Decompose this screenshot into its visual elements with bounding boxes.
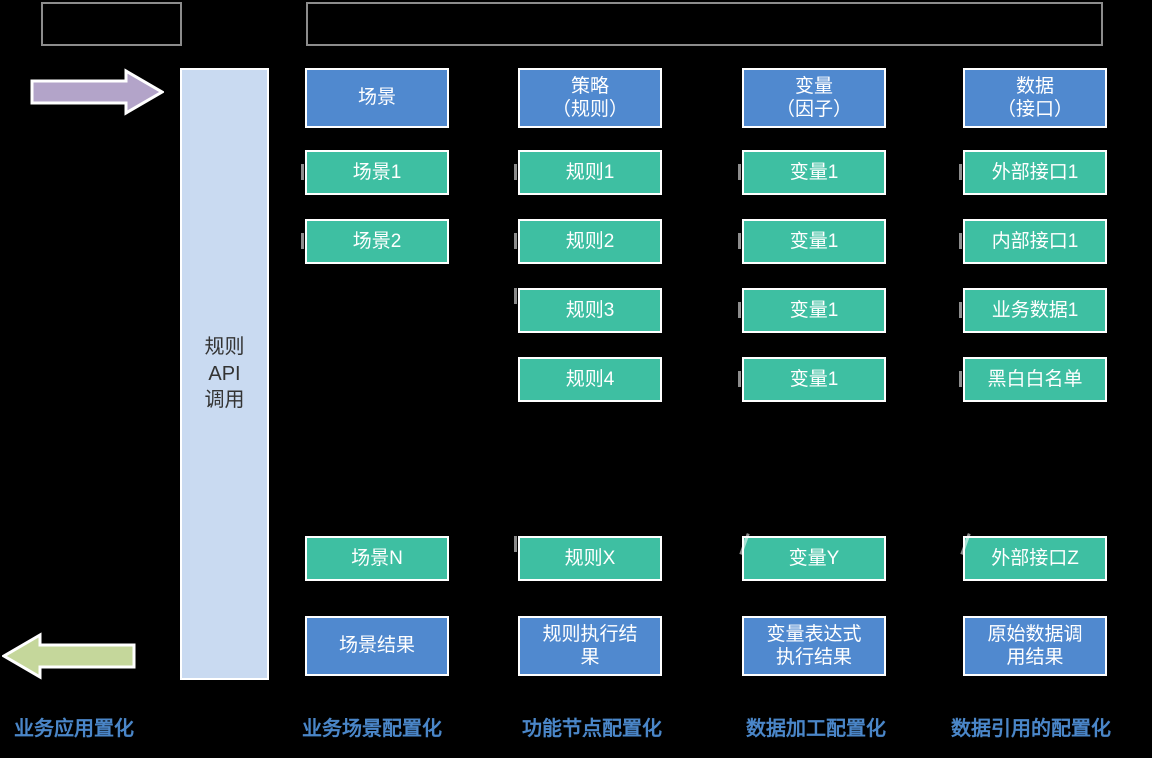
connector-tick [514, 536, 517, 552]
node-internal-api-1[interactable]: 内部接口1 [963, 219, 1107, 264]
node-scene-n[interactable]: 场景N [305, 536, 449, 581]
connector-tick [514, 288, 517, 304]
caption-function-node: 功能节点配置化 [522, 718, 662, 740]
node-variable-3[interactable]: 变量1 [742, 288, 886, 333]
node-scene-result: 场景结果 [305, 616, 449, 676]
outbound-response-arrow [2, 632, 136, 680]
connector-tick [959, 302, 962, 318]
node-variable-y[interactable]: 变量Y [742, 536, 886, 581]
connector-tick [959, 371, 962, 387]
connector-tick [959, 164, 962, 180]
node-raw-data-result: 原始数据调 用结果 [963, 616, 1107, 676]
connector-tick [514, 233, 517, 249]
column-variable: 变量 （因子） 变量1 变量1 变量1 变量1 变量Y 变量表达式 执行结果 [738, 0, 886, 758]
rule-api-invoke-bar: 规则 API 调用 [180, 68, 269, 680]
node-variable-2[interactable]: 变量1 [742, 219, 886, 264]
column-scene: 场景 场景1 场景2 场景N 场景结果 [301, 0, 449, 758]
connector-tick [738, 302, 741, 318]
connector-tick [514, 164, 517, 180]
caption-data-processing: 数据加工配置化 [746, 718, 886, 740]
node-external-api-1[interactable]: 外部接口1 [963, 150, 1107, 195]
node-blacklist-whitelist[interactable]: 黑白白名单 [963, 357, 1107, 402]
node-rule-1[interactable]: 规则1 [518, 150, 662, 195]
connector-tick [301, 233, 304, 249]
connector-tick [738, 164, 741, 180]
column-header-variable: 变量 （因子） [742, 68, 886, 128]
top-placeholder-box-left [41, 2, 182, 46]
node-variable-4[interactable]: 变量1 [742, 357, 886, 402]
connector-tick [738, 371, 741, 387]
node-business-data-1[interactable]: 业务数据1 [963, 288, 1107, 333]
node-rule-x[interactable]: 规则X [518, 536, 662, 581]
arrow-right-icon [30, 68, 164, 116]
node-variable-result: 变量表达式 执行结果 [742, 616, 886, 676]
caption-data-reference: 数据引用的配置化 [951, 718, 1111, 740]
connector-tick [301, 164, 304, 180]
column-strategy: 策略 （规则） 规则1 规则2 规则3 规则4 规则X 规则执行结 果 [514, 0, 662, 758]
caption-business-scene: 业务场景配置化 [302, 718, 442, 740]
connector-tick [738, 233, 741, 249]
node-external-api-z[interactable]: 外部接口Z [963, 536, 1107, 581]
node-rule-result: 规则执行结 果 [518, 616, 662, 676]
column-header-data: 数据 （接口） [963, 68, 1107, 128]
arrow-left-icon [2, 632, 136, 680]
connector-tick [959, 233, 962, 249]
column-header-strategy: 策略 （规则） [518, 68, 662, 128]
caption-business-application: 业务应用置化 [14, 718, 134, 740]
node-scene-1[interactable]: 场景1 [305, 150, 449, 195]
column-header-scene: 场景 [305, 68, 449, 128]
node-rule-4[interactable]: 规则4 [518, 357, 662, 402]
column-data: 数据 （接口） 外部接口1 内部接口1 业务数据1 黑白白名单 外部接口Z 原始… [959, 0, 1107, 758]
top-placeholder-box-right [306, 2, 1103, 46]
node-scene-2[interactable]: 场景2 [305, 219, 449, 264]
inbound-request-arrow [30, 68, 164, 116]
node-rule-2[interactable]: 规则2 [518, 219, 662, 264]
node-rule-3[interactable]: 规则3 [518, 288, 662, 333]
node-variable-1[interactable]: 变量1 [742, 150, 886, 195]
